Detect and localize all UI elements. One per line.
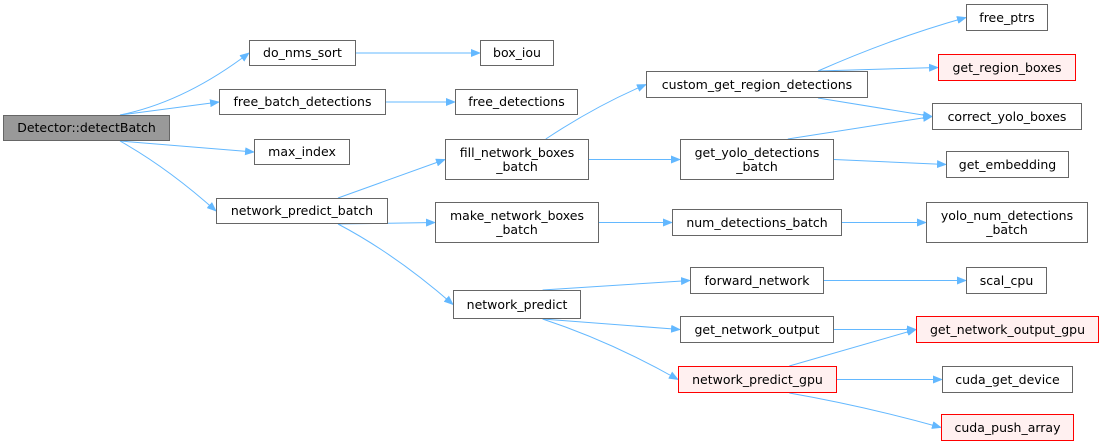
node-yolo-num-detections-batch[interactable]: yolo_num_detections_batch [926, 202, 1088, 243]
node-detectBatch: Detector::detectBatch [3, 115, 170, 141]
edge-custom-get-region-detections-to-get-region-boxes [817, 63, 939, 72]
edge-network-predict-to-get-network-output [542, 318, 681, 333]
node-label-line: max_index [268, 144, 336, 159]
edge-custom-get-region-detections-to-free-ptrs [817, 16, 967, 72]
edge-network-predict-batch-to-fill-network-boxes-batch [337, 158, 446, 199]
node-label-line: _batch [496, 221, 538, 237]
node-label-line: get_region_boxes [952, 59, 1062, 75]
edge-network-predict-to-forward-network [542, 277, 691, 291]
edge-fill-network-boxes-batch-to-custom-get-region-detections [545, 84, 647, 140]
node-label-line: custom_get_region_detections [661, 76, 853, 92]
node-scal-cpu[interactable]: scal_cpu [966, 267, 1047, 294]
edge-network-predict-gpu-to-cuda-push-array [789, 392, 942, 429]
node-label-line: free_ptrs [979, 9, 1035, 25]
node-get-region-boxes[interactable]: get_region_boxes [938, 54, 1076, 81]
node-free-ptrs[interactable]: free_ptrs [966, 4, 1048, 31]
node-do-nms-sort[interactable]: do_nms_sort [249, 40, 356, 66]
node-free-detections[interactable]: free_detections [455, 89, 578, 115]
node-label-line: Detector::detectBatch [17, 120, 156, 135]
node-label-line: network_predict_gpu [692, 371, 823, 387]
node-get-yolo-detections-batch[interactable]: get_yolo_detections_batch [680, 139, 834, 180]
node-label-line: get_embedding [958, 156, 1057, 172]
node-label-line: cuda_push_array [954, 419, 1061, 435]
node-label-line: fill_network_boxes [459, 144, 575, 160]
node-label-line: correct_yolo_boxes [947, 108, 1067, 124]
edge-network-predict-batch-to-network-predict [337, 223, 454, 306]
node-label-line: forward_network [704, 272, 810, 288]
node-get-network-output-gpu[interactable]: get_network_output_gpu [916, 316, 1099, 343]
node-label-line: box_iou [493, 45, 541, 60]
node-fill-network-boxes-batch[interactable]: fill_network_boxes_batch [445, 139, 589, 180]
node-network-predict[interactable]: network_predict [453, 290, 581, 319]
node-label-line: network_predict_batch [230, 203, 374, 218]
node-label-line: num_detections_batch [686, 214, 828, 230]
node-label-line: get_yolo_detections [694, 144, 820, 160]
node-label-line: _batch [986, 221, 1028, 237]
edge-get-yolo-detections-batch-to-correct-yolo-boxes [787, 113, 933, 140]
node-label-line: network_predict [466, 296, 568, 312]
node-label-line: free_batch_detections [233, 94, 372, 109]
node-get-embedding[interactable]: get_embedding [946, 151, 1069, 178]
node-network-predict-batch[interactable]: network_predict_batch [216, 198, 388, 224]
node-make-network-boxes-batch[interactable]: make_network_boxes_batch [435, 202, 599, 243]
node-box-iou[interactable]: box_iou [480, 40, 554, 66]
node-label-line: make_network_boxes [450, 207, 584, 223]
node-free-batch-detections[interactable]: free_batch_detections [219, 89, 386, 115]
edge-detectBatch-to-network-predict-batch [119, 140, 217, 212]
edge-detectBatch-to-max-index [119, 140, 255, 156]
edge-custom-get-region-detections-to-correct-yolo-boxes [817, 97, 933, 120]
node-label-line: do_nms_sort [263, 45, 342, 60]
node-max-index[interactable]: max_index [254, 139, 350, 165]
node-label-line: cuda_get_device [955, 371, 1060, 387]
edge-detectBatch-to-do-nms-sort [119, 52, 250, 116]
node-cuda-get-device[interactable]: cuda_get_device [942, 366, 1073, 393]
node-num-detections-batch[interactable]: num_detections_batch [672, 209, 842, 236]
edge-network-predict-gpu-to-get-network-output-gpu [789, 328, 917, 367]
edge-network-predict-to-network-predict-gpu [542, 318, 679, 380]
node-custom-get-region-detections[interactable]: custom_get_region_detections [646, 71, 868, 98]
node-label-line: _batch [496, 158, 538, 174]
node-label-line: _batch [736, 158, 778, 174]
node-label-line: scal_cpu [979, 272, 1034, 288]
node-forward-network[interactable]: forward_network [690, 267, 824, 294]
node-get-network-output[interactable]: get_network_output [680, 316, 834, 343]
node-label-line: free_detections [468, 94, 565, 109]
node-label-line: get_network_output_gpu [929, 321, 1086, 337]
node-correct-yolo-boxes[interactable]: correct_yolo_boxes [932, 103, 1082, 130]
edge-get-yolo-detections-batch-to-get-embedding [833, 159, 947, 169]
node-cuda-push-array[interactable]: cuda_push_array [941, 414, 1074, 441]
node-network-predict-gpu[interactable]: network_predict_gpu [678, 366, 837, 393]
edge-detectBatch-to-free-batch-detections [119, 99, 220, 116]
node-label-line: yolo_num_detections [940, 207, 1074, 223]
node-label-line: get_network_output [694, 321, 820, 337]
